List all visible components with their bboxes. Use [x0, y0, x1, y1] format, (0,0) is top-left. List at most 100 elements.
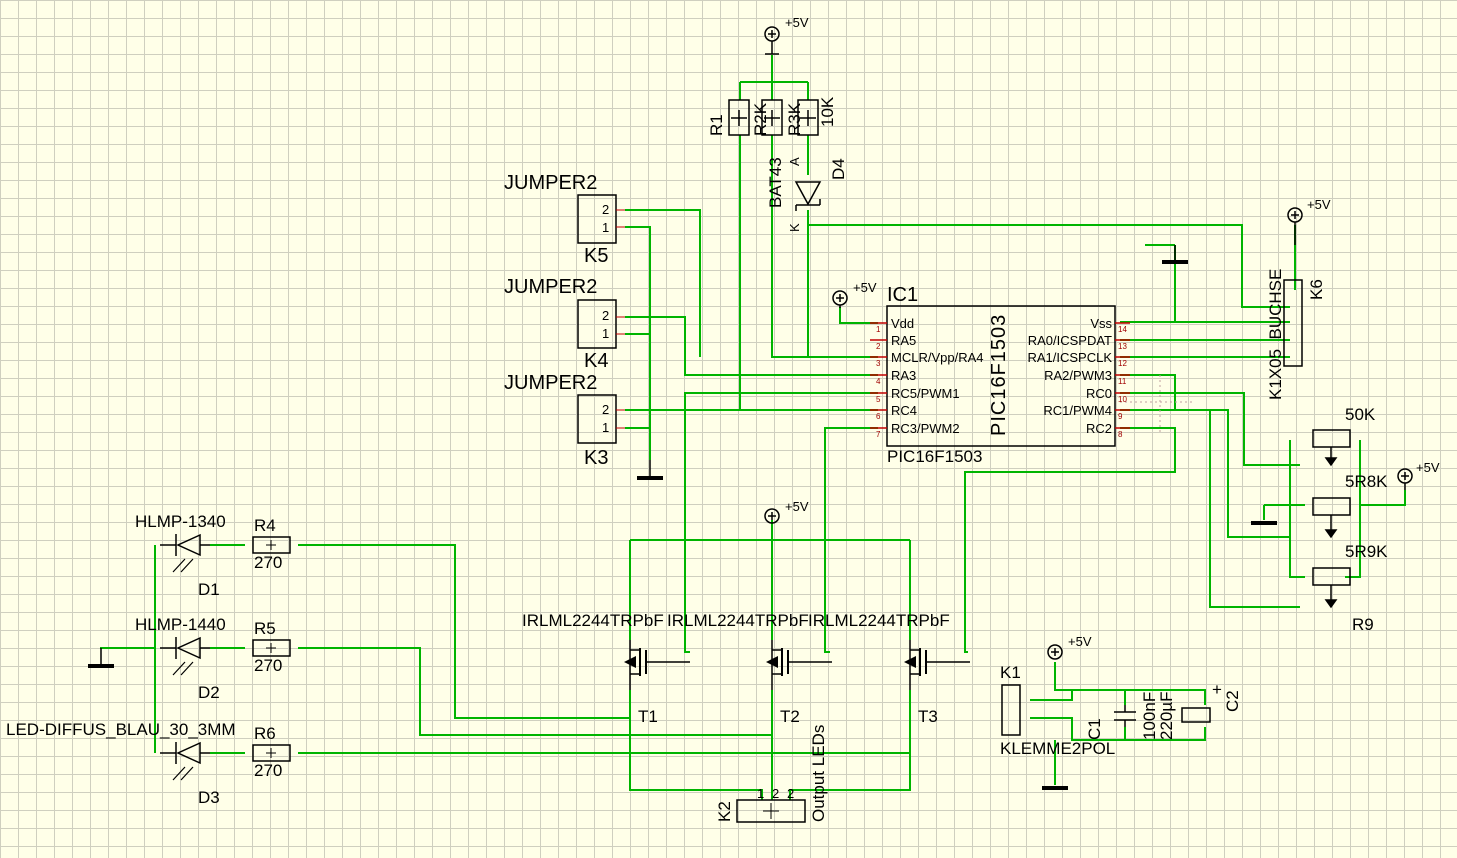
d4-anode: A [787, 157, 802, 166]
ic-pin-num-left: 4 [876, 377, 881, 386]
ic-pin-num-right: 14 [1118, 325, 1127, 334]
mosfet-ref: T3 [918, 707, 938, 726]
vcc-symbol-ic [832, 290, 848, 308]
power-input: K1 KLEMME2POL 100nF C1 220µF C2 + [1000, 663, 1242, 758]
svg-text:2: 2 [602, 202, 609, 217]
ic-pin-num-right: 8 [1118, 430, 1123, 439]
ic-pin-num-left: 2 [876, 342, 881, 351]
vcc-label-ic: +5V [853, 280, 877, 295]
d4-cathode: K [787, 223, 802, 232]
led-value: HLMP-1440 [135, 615, 226, 634]
ic-pin-label-left: RA3 [891, 368, 916, 383]
led-resistor-ref: R4 [254, 516, 276, 535]
jumper-k3: 2 1 JUMPER2 K3 [504, 372, 625, 469]
r3-value-overlap: R3K [785, 102, 804, 136]
led-resistor-value: 270 [254, 761, 282, 780]
supply-symbols [764, 26, 1413, 660]
pot-mid-value: 5R8K [1345, 472, 1388, 491]
jumper-k4: 21 JUMPER2 K4 [504, 276, 625, 372]
ic-pin-label-right: RC1/PWM4 [1043, 403, 1112, 418]
mosfet-ref: T1 [638, 707, 658, 726]
vcc-label-power: +5V [1068, 634, 1092, 649]
ic-pin-num-right: 10 [1118, 395, 1127, 404]
c2-polarity: + [1212, 680, 1222, 699]
ic-pin-num-left: 5 [876, 395, 881, 404]
k6-ref: K6 [1307, 279, 1326, 300]
svg-text:1: 1 [602, 420, 609, 435]
ic-pin-num-right: 13 [1118, 342, 1127, 351]
svg-text:2: 2 [772, 786, 779, 801]
ic-pin-label-right: RA2/PWM3 [1044, 368, 1112, 383]
vcc-symbol-pots [1397, 468, 1413, 490]
supply-labels: +5V +5V +5V +5V +5V +5V [785, 15, 1440, 649]
k2-value: Output LEDs [809, 725, 828, 822]
vcc-symbol-mosfets [764, 508, 780, 524]
ic-pin-num-left: 3 [876, 359, 881, 368]
svg-text:2: 2 [602, 402, 609, 417]
led-ref: D2 [198, 683, 220, 702]
led-value: LED-DIFFUS_BLAU_30_3MM [6, 720, 236, 739]
ic-value: PIC16F1503 [887, 447, 982, 466]
vcc-symbol-top [764, 26, 780, 55]
ic-pin-num-left: 6 [876, 412, 881, 421]
jumper-k5: 21 JUMPER2 K5 [504, 172, 625, 267]
header-k6: K6 K1X05_BUCHSE [1266, 269, 1326, 400]
ic-pin-label-left: RA5 [891, 333, 916, 348]
jumper-k4-value: JUMPER2 [504, 276, 597, 298]
ic-pin-label-right: RC0 [1086, 386, 1112, 401]
svg-text:2: 2 [787, 786, 794, 801]
ic-pin-num-right: 9 [1118, 412, 1123, 421]
mosfet-value: IRLML2244TRPbF [522, 611, 664, 630]
ic-pin-label-right: Vss [1090, 316, 1112, 331]
jumper-k3-ref: K3 [584, 447, 608, 469]
k6-value: K1X05_BUCHSE [1266, 269, 1285, 400]
k2-ref: K2 [715, 801, 734, 822]
svg-text:1: 1 [757, 786, 764, 801]
jumper-k5-ref: K5 [584, 245, 608, 267]
svg-text:1: 1 [602, 220, 609, 235]
jumper-k3-value: JUMPER2 [504, 372, 597, 394]
d4-value: BAT43 [766, 157, 785, 208]
ic-body-text: PIC16F1503 [988, 314, 1010, 436]
pullup-resistors [728, 99, 819, 136]
mosfet-value: IRLML2244TRPbF [808, 611, 950, 630]
ic-pin-label-left: RC4 [891, 403, 917, 418]
diode-d4: BAT43 D4 A K [766, 157, 848, 232]
ic-pin-num-left: 1 [876, 325, 881, 334]
vcc-label-top: +5V [785, 15, 809, 30]
r2-value-overlap: R2K [751, 102, 770, 136]
pot-bot-value: 5R9K [1345, 542, 1388, 561]
ic-pin-label-left: MCLR/Vpp/RA4 [891, 350, 983, 365]
r1-ref: R1 [707, 114, 726, 136]
c2-ref: C2 [1223, 690, 1242, 712]
ic-pin-label-right: RC2 [1086, 421, 1112, 436]
led-resistor-ref: R5 [254, 619, 276, 638]
wires [100, 55, 1406, 800]
mosfet: IRLML2244TRPbF T1 [522, 611, 690, 726]
ic-pin-label-right: RA1/ICSPCLK [1027, 350, 1112, 365]
c1-ref: C1 [1085, 718, 1104, 740]
ic-pin-label-left: Vdd [891, 316, 914, 331]
vcc-symbol-power [1047, 644, 1063, 660]
led-chain: HLMP-1340D1HLMP-1440D2LED-DIFFUS_BLAU_30… [6, 512, 291, 807]
k1-ref: K1 [1000, 663, 1021, 682]
mosfet-ref: T2 [780, 707, 800, 726]
ic-pin-num-right: 11 [1118, 377, 1127, 386]
svg-text:1: 1 [602, 326, 609, 341]
mosfet-value: IRLML2244TRPbF [667, 611, 809, 630]
ic-pin-label-right: RA0/ICSPDAT [1028, 333, 1112, 348]
r-value: 10K [818, 96, 837, 127]
k1-value: KLEMME2POL [1000, 739, 1115, 758]
ic-pin-num-right: 12 [1118, 359, 1127, 368]
ic-pin-label-left: RC5/PWM1 [891, 386, 960, 401]
potentiometers [1312, 429, 1351, 609]
jumper-k4-ref: K4 [584, 350, 608, 372]
